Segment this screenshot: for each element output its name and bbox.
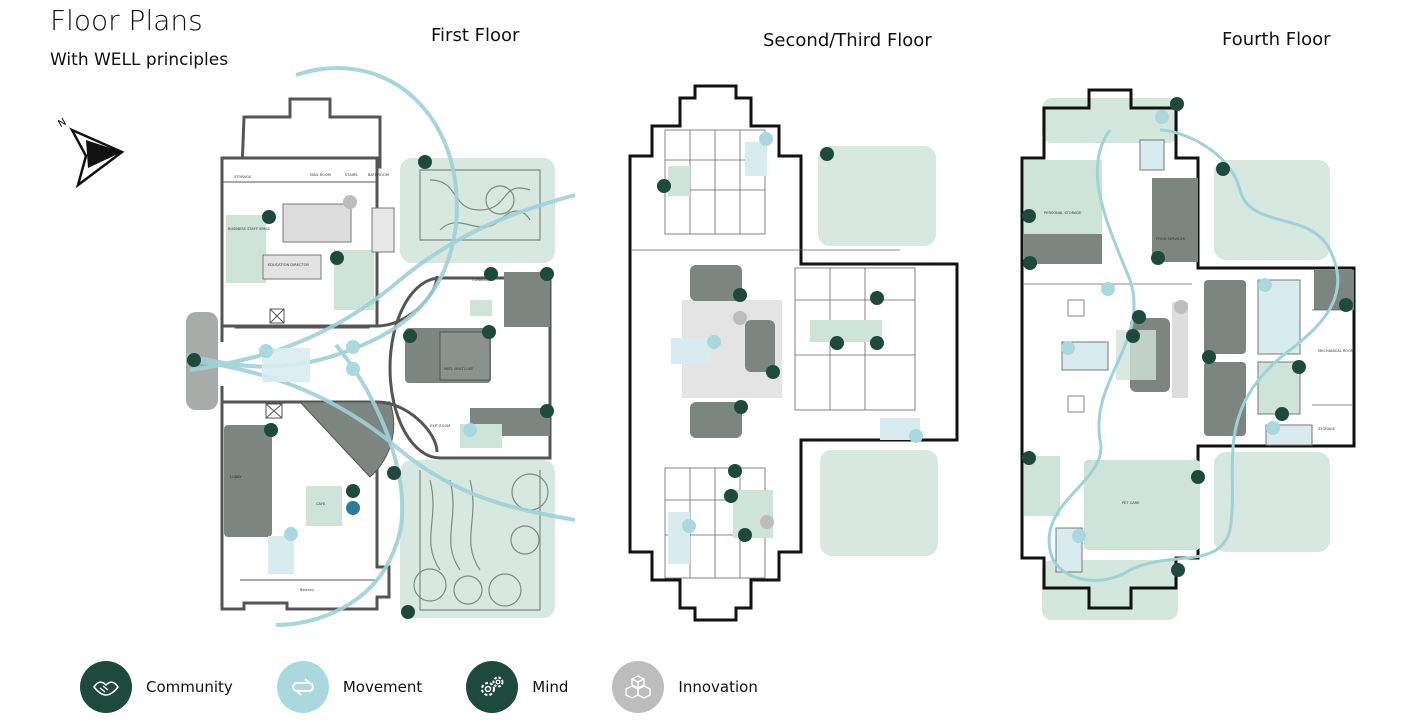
legend-item-movement: Movement: [276, 661, 423, 713]
room-label-consult: CONSULT: [472, 278, 489, 282]
room-label-pet-care: PET CARE: [1122, 501, 1140, 505]
room-label-storage: STORAGE: [234, 175, 252, 179]
compass-n-label: N: [57, 117, 69, 130]
room-label-mechanical: MECHANICAL ROOM: [1318, 349, 1354, 353]
room-label-exit: EXIT ROOM: [430, 424, 450, 428]
room-label-lobby: LOBBY: [230, 475, 242, 479]
first-floor-plan: STORAGE MAIL ROOM STAIRS BATHROOM BUSINE…: [185, 66, 576, 627]
fourth-floor-plan: PET CARE PERSONAL STORAGE FOOD SERVICES …: [1020, 88, 1356, 620]
handshake-icon: [80, 661, 132, 713]
legend-label-movement: Movement: [342, 678, 423, 696]
page-subtitle: With WELL principles: [50, 50, 229, 70]
room-label-food-services: FOOD SERVICES: [1156, 237, 1186, 241]
room-label-balcony: Balcony: [300, 588, 315, 592]
cubes-icon: [612, 661, 665, 713]
first-floor-label: First Floor: [431, 25, 520, 46]
page-title: Floor Plans: [50, 4, 203, 37]
second-third-floor-label: Second/Third Floor: [763, 30, 932, 51]
fourth-floor-label: Fourth Floor: [1222, 29, 1331, 50]
room-label-multiuse: MED. MULTI-USE: [444, 367, 474, 371]
gears-icon: [466, 661, 519, 713]
legend-item-community: Community: [80, 661, 233, 713]
legend-item-mind: Mind: [466, 661, 568, 713]
legend-label-innovation: Innovation: [678, 678, 758, 696]
room-label-mail: MAIL ROOM: [310, 173, 331, 177]
room-label-stairs: STAIRS: [345, 173, 358, 177]
legend: Community Movement Mind Innovation: [80, 661, 802, 713]
north-arrow-icon: N: [57, 117, 125, 189]
room-label-personal-storage: PERSONAL STORAGE: [1044, 211, 1082, 215]
second-third-floor-plan: [628, 84, 959, 622]
room-label-storage-4: STORAGE: [1318, 427, 1336, 431]
room-label-business-staff: BUSINESS STAFF SPACE: [228, 227, 271, 231]
map-markers: [187, 97, 1353, 619]
room-label-education-director: EDUCATION DIRECTOR: [268, 263, 309, 267]
room-label-cafe: CAFE: [316, 502, 326, 506]
legend-label-mind: Mind: [532, 678, 569, 696]
arrows-icon: [276, 661, 329, 713]
legend-item-innovation: Innovation: [612, 661, 758, 713]
legend-label-community: Community: [146, 678, 233, 696]
room-label-bathroom: BATHROOM: [368, 173, 389, 177]
